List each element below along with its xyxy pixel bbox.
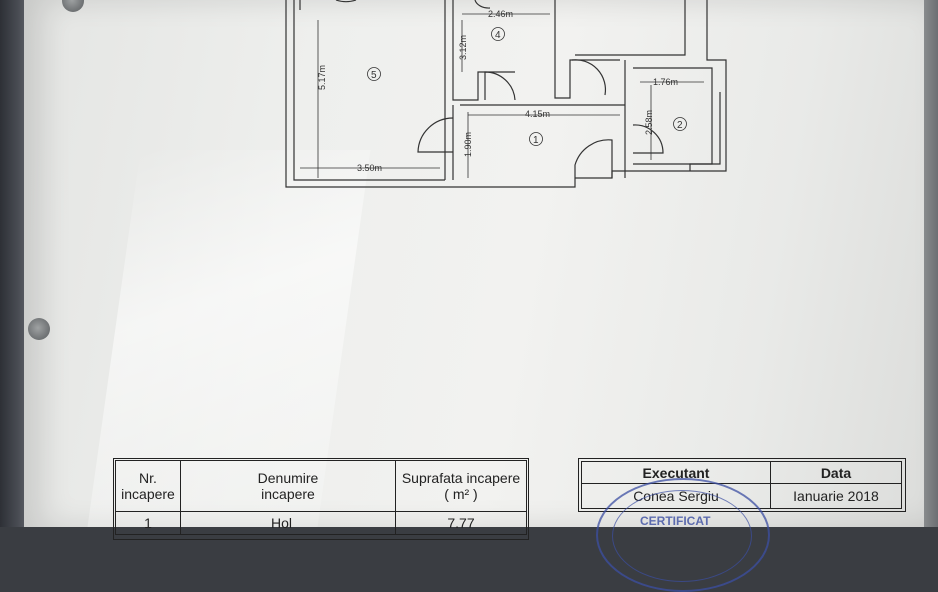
header-data: Data — [770, 461, 902, 484]
door-room4 — [484, 71, 516, 101]
table-header-row: Nr. incapere Denumire incapere Suprafata… — [115, 460, 527, 512]
bath-wall — [689, 92, 721, 171]
header-name-line2: incapere — [261, 486, 315, 502]
outer-wall-right — [575, 0, 727, 179]
inner-wall-left-bottom — [293, 0, 445, 181]
header-nr-line1: Nr. — [139, 470, 157, 486]
dim-4-15: 4.15m — [525, 109, 550, 119]
table-row: 1 Hol 7.77 — [115, 511, 527, 535]
dim-2-58: 2.58m — [644, 110, 654, 135]
room-number-1: 1 — [533, 135, 539, 146]
header-area-line1: Suprafata incapere — [401, 470, 521, 486]
dim-3-12: 3.12m — [458, 35, 468, 60]
door-entrance — [574, 139, 613, 178]
dim-3-50: 3.50m — [357, 163, 382, 173]
row1-name: Hol — [180, 511, 396, 535]
room-number-2: 2 — [677, 120, 683, 131]
door-room2 — [632, 124, 664, 154]
header-nr: Nr. incapere — [115, 460, 181, 512]
header-name-line1: Denumire — [257, 470, 319, 486]
header-name: Denumire incapere — [180, 460, 396, 512]
dim-1-90: 1.90m — [463, 132, 473, 157]
room-number-5: 5 — [371, 70, 377, 81]
row1-area: 7.77 — [395, 511, 527, 535]
wall-room4-east — [554, 0, 620, 99]
room-number-4: 4 — [495, 30, 501, 41]
door-top-right — [571, 59, 607, 96]
wall-top-right — [575, 0, 686, 56]
outer-wall-left-bottom — [285, 0, 576, 188]
rooms-table: Nr. incapere Denumire incapere Suprafata… — [115, 460, 527, 535]
punch-hole-top — [62, 0, 84, 12]
header-area: Suprafata incapere ( m² ) — [395, 460, 527, 512]
dim-1-76: 1.76m — [653, 77, 678, 87]
document-page — [24, 0, 924, 527]
header-executant: Executant — [581, 461, 771, 484]
dim-2-46: 2.46m — [488, 9, 513, 19]
executant-date: Ianuarie 2018 — [770, 483, 902, 509]
row1-nr: 1 — [115, 511, 181, 535]
wall-room2-inner — [633, 67, 713, 165]
floor-plan: 2.46m 3.12m 5.17m 1.76m 4.15m 2.58m 1.90… — [285, 0, 727, 188]
punch-hole-middle — [28, 318, 50, 340]
dim-5-17: 5.17m — [317, 65, 327, 90]
header-area-line2: ( m² ) — [444, 486, 478, 502]
executant-header-row: Executant Data — [581, 461, 902, 484]
stamp-text: CERTIFICAT — [640, 514, 711, 528]
official-stamp-inner-ring — [612, 490, 752, 582]
header-nr-line2: incapere — [121, 486, 175, 502]
door-hall-left — [417, 117, 454, 153]
